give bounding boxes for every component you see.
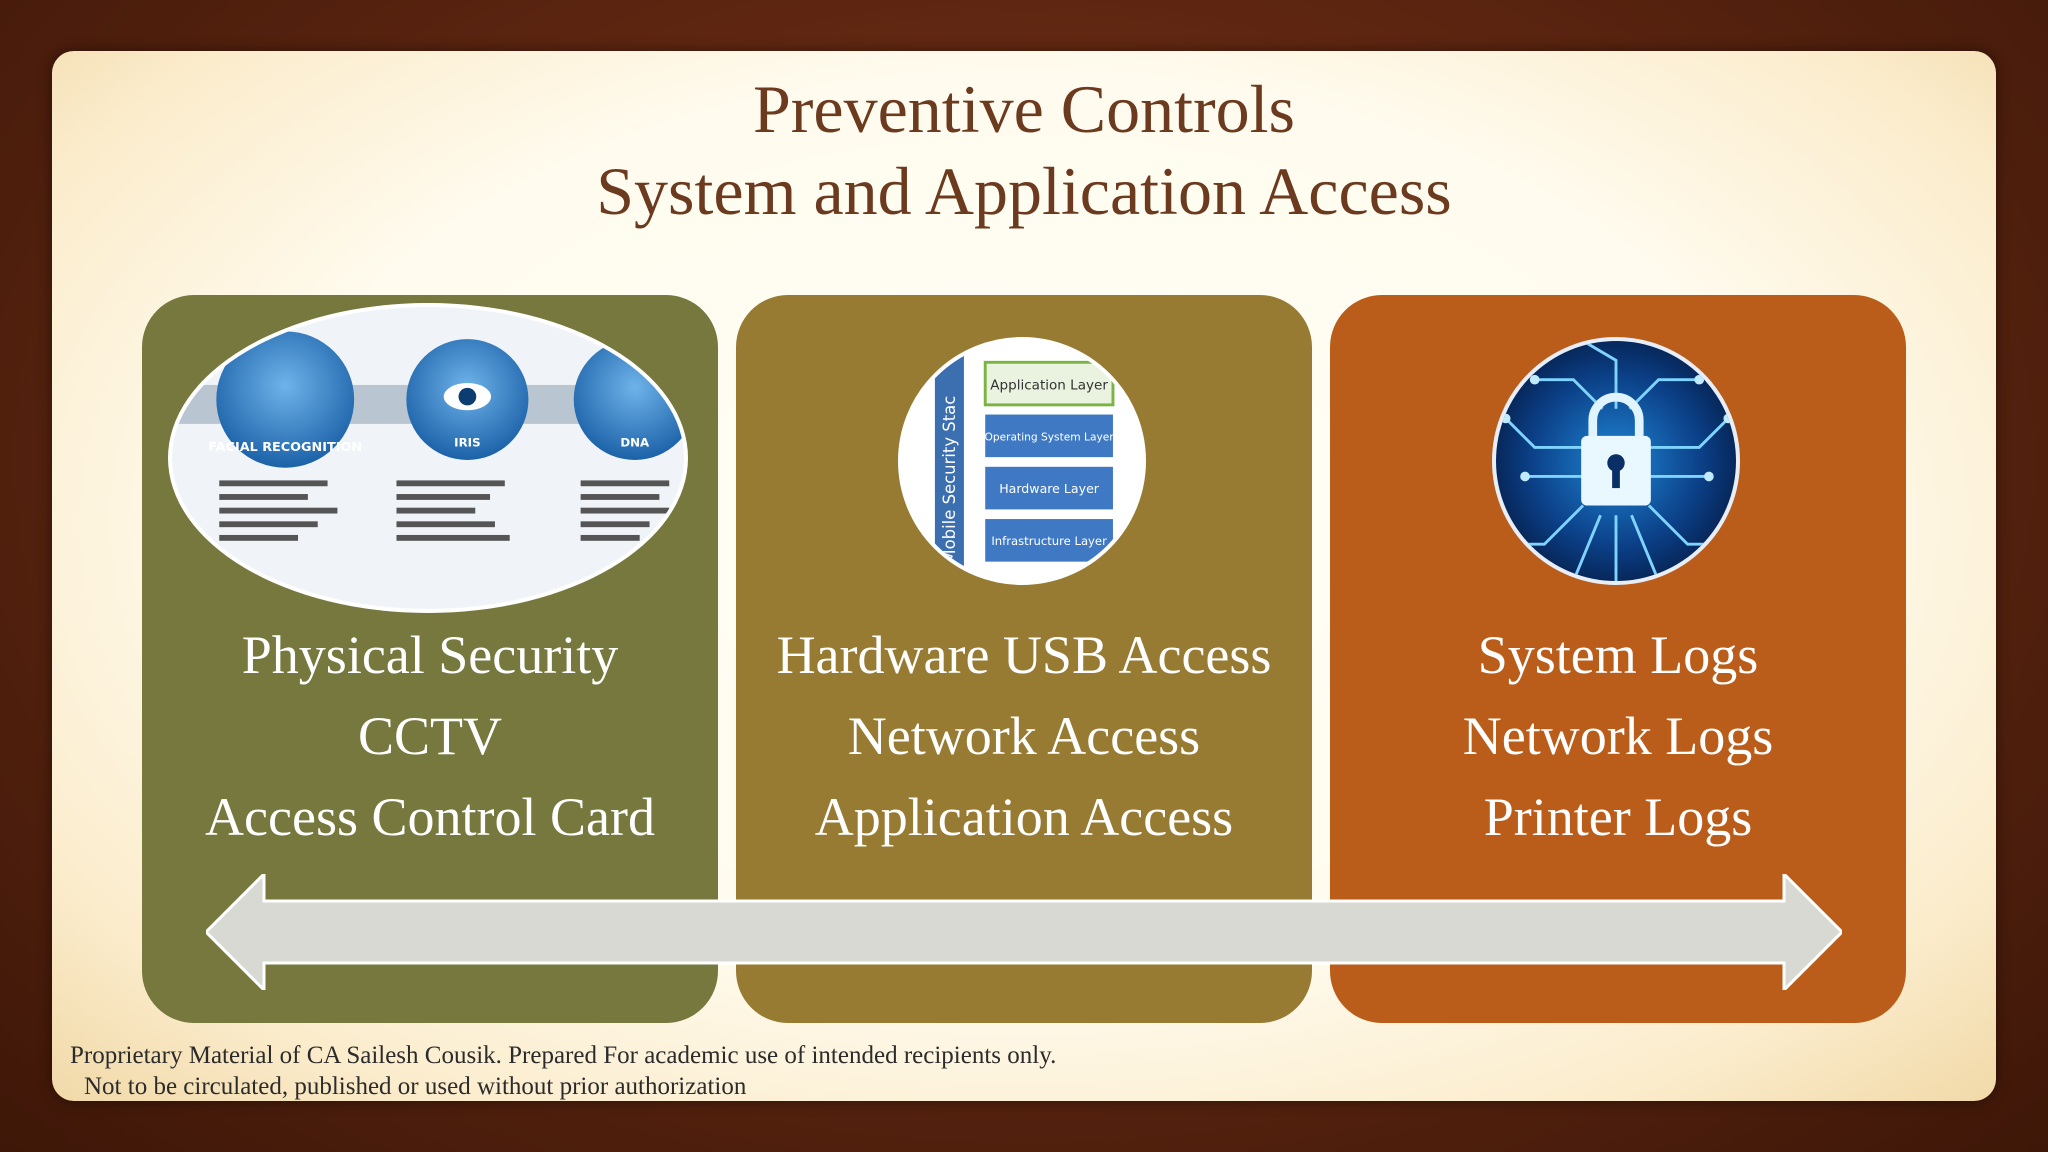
layer-application: Application Layer [990, 377, 1108, 393]
panel-2-line-3: Application Access [814, 787, 1234, 847]
circuit-padlock-image [1492, 337, 1740, 585]
footer-line-2: Not to be circulated, published or used … [84, 1073, 747, 1100]
image-header-facial: FACIAL RECOGNITION [208, 440, 362, 455]
title-line-2: System and Application Access [596, 153, 1452, 229]
panel-2-text: Hardware USB Access Network Access Appli… [736, 615, 1312, 858]
layer-os: Operating System Layer [985, 431, 1115, 444]
image-side-label: Mobile Security Stac [940, 396, 959, 564]
image-header-dna: DNA [620, 435, 650, 449]
panel-1-line-1: Physical Security [241, 625, 619, 685]
slide-title: Preventive Controls System and Applicati… [0, 68, 2048, 232]
panel-physical-security: FACIAL RECOGNITION IRIS DNA Physical Sec… [142, 295, 718, 1023]
image-header-iris: IRIS [454, 435, 480, 449]
layer-hardware: Hardware Layer [999, 481, 1100, 496]
double-arrow-icon [206, 874, 1842, 990]
layer-infrastructure: Infrastructure Layer [991, 534, 1107, 548]
panel-1-line-2: CCTV [357, 706, 503, 766]
panel-1-text: Physical Security CCTV Access Control Ca… [142, 615, 718, 858]
panel-3-line-3: Printer Logs [1483, 787, 1753, 847]
biometrics-image: FACIAL RECOGNITION IRIS DNA [168, 303, 688, 613]
panel-2-line-1: Hardware USB Access [776, 625, 1272, 685]
security-stack-image: Mobile Security Stac Application Layer O… [898, 337, 1146, 585]
footer-note: Proprietary Material of CA Sailesh Cousi… [70, 1040, 1056, 1102]
panel-3-line-2: Network Logs [1462, 706, 1774, 766]
footer-line-1: Proprietary Material of CA Sailesh Cousi… [70, 1042, 1057, 1069]
panel-1-line-3: Access Control Card [205, 787, 655, 847]
panel-3-line-1: System Logs [1477, 625, 1759, 685]
title-line-1: Preventive Controls [752, 71, 1296, 147]
panel-2-line-2: Network Access [847, 706, 1201, 766]
panel-3-text: System Logs Network Logs Printer Logs [1330, 615, 1906, 858]
